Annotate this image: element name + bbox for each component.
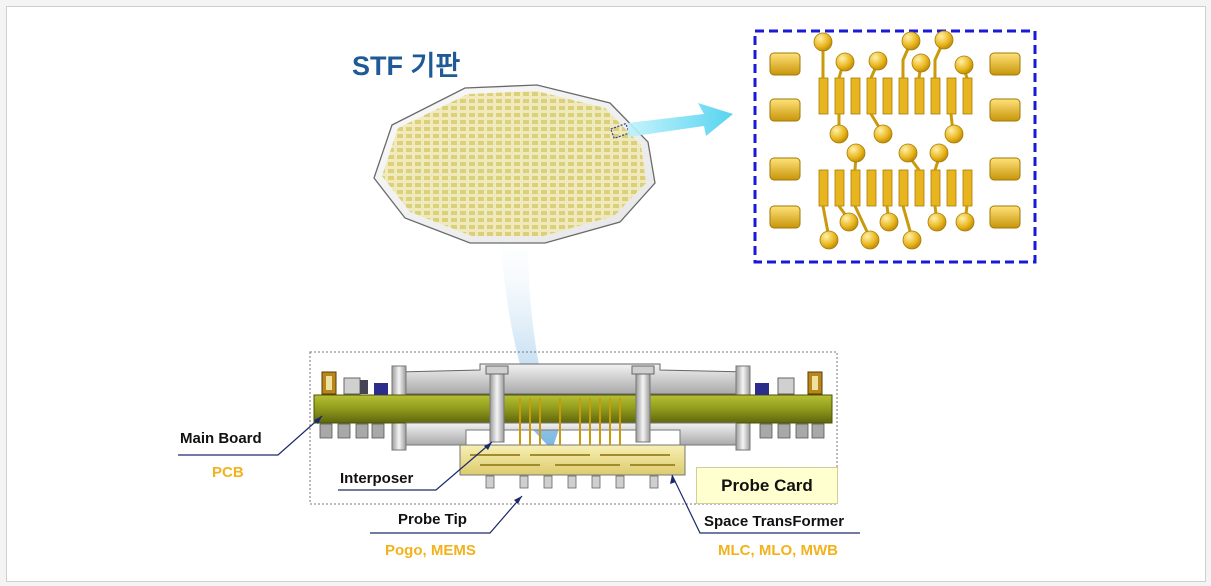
main-board-type-label: PCB (212, 464, 244, 481)
zoom-arrow (628, 103, 733, 137)
space-transformer-type-label: MLC, MLO, MWB (718, 542, 838, 559)
probe-tip-label: Probe Tip (398, 511, 467, 528)
probe-tip-type-label: Pogo, MEMS (385, 542, 476, 559)
stf-detail-view (753, 29, 1037, 264)
diagram-title: STF 기판 (352, 51, 461, 81)
interposer-label: Interposer (340, 470, 414, 487)
probe-card-cross-section (309, 351, 838, 505)
leader-lines (178, 415, 860, 534)
down-arrow (500, 238, 566, 450)
main-board-label: Main Board (180, 430, 262, 447)
wafer (373, 84, 656, 244)
probe-card-label: Probe Card (696, 467, 838, 504)
space-transformer-label: Space TransFormer (704, 513, 845, 530)
